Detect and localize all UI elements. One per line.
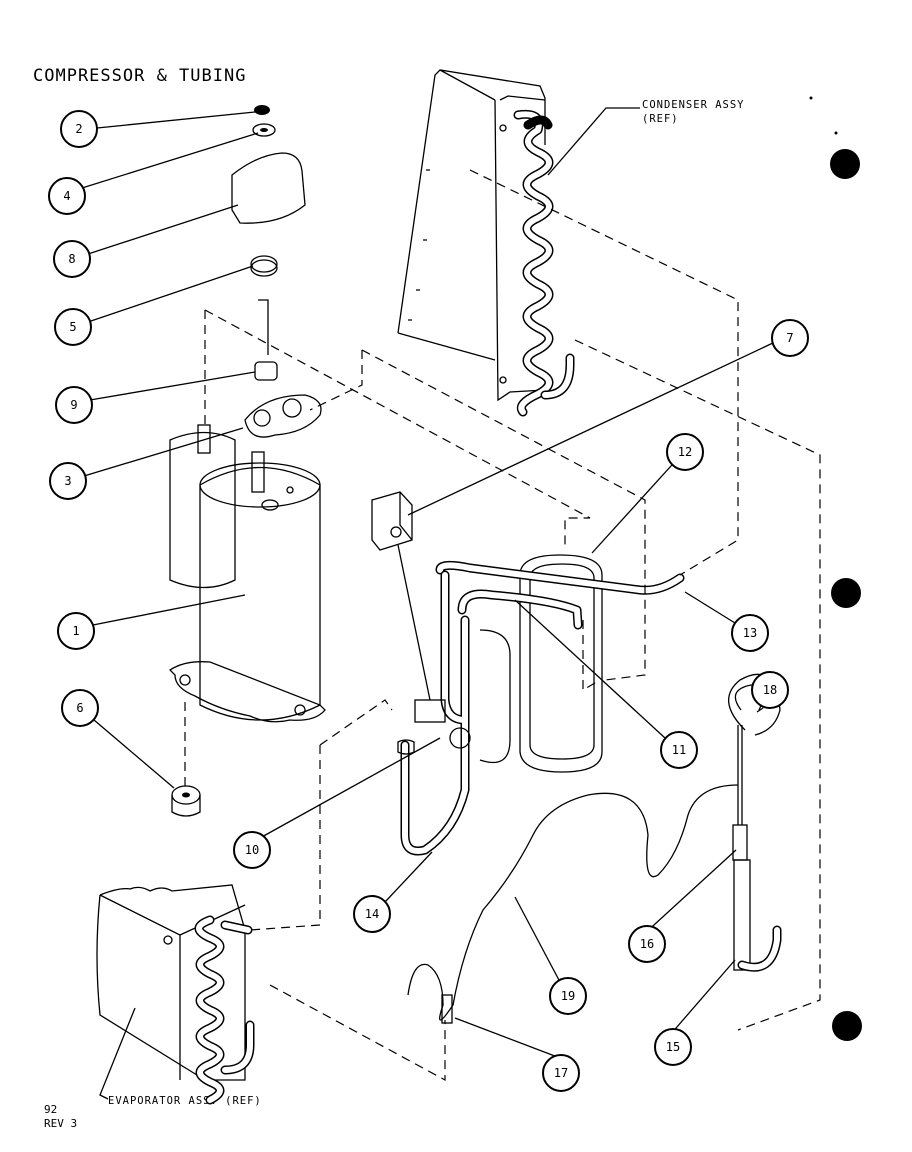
svg-text:19: 19 — [561, 989, 575, 1003]
callout-4[interactable]: 4 — [48, 177, 86, 215]
svg-text:4: 4 — [63, 189, 70, 203]
small-parts — [171, 105, 322, 817]
svg-text:8: 8 — [68, 252, 75, 266]
part-16-sleeve — [732, 824, 748, 861]
condenser-label: CONDENSER ASSY — [642, 99, 745, 111]
binder-holes — [809, 96, 862, 1041]
binder-hole — [830, 149, 860, 179]
svg-text:1: 1 — [72, 624, 79, 638]
part-2-nut — [254, 105, 270, 115]
part-7-bracket — [371, 491, 413, 551]
svg-text:5: 5 — [69, 320, 76, 334]
speck — [809, 96, 813, 100]
evaporator-label: EVAPORATOR ASSY (REF) — [108, 1095, 262, 1107]
binder-hole — [832, 1011, 862, 1041]
callout-6[interactable]: 6 — [61, 689, 99, 727]
svg-text:12: 12 — [678, 445, 692, 459]
svg-text:9: 9 — [70, 398, 77, 412]
condenser-coils — [513, 109, 575, 417]
mount-hole — [163, 935, 173, 945]
evaporator-assembly — [96, 884, 255, 1105]
svg-text:2: 2 — [75, 122, 82, 136]
callout-8[interactable]: 8 — [53, 240, 91, 278]
tubing-assembly — [371, 491, 685, 856]
callout-19[interactable]: 19 — [549, 977, 587, 1015]
callout-16[interactable]: 16 — [628, 925, 666, 963]
page-revision: REV 3 — [44, 1117, 77, 1130]
part-3-gasket — [244, 394, 322, 438]
callout-18[interactable]: 18 — [751, 671, 789, 709]
svg-text:18: 18 — [763, 683, 777, 697]
callout-14[interactable]: 14 — [353, 895, 391, 933]
part-19-cap-tube — [407, 784, 739, 1021]
evaporator-coils — [194, 915, 255, 1105]
part-9-terminal — [258, 299, 269, 355]
leader-lines — [81, 107, 776, 1100]
callouts: 1 2 3 4 5 6 7 8 9 10 11 12 13 14 15 16 1… — [48, 110, 809, 1092]
svg-text:16: 16 — [640, 937, 654, 951]
part-15-drier — [733, 859, 751, 971]
mount-hole — [499, 376, 507, 384]
svg-text:7: 7 — [786, 331, 793, 345]
part-17-sensor — [441, 994, 453, 1024]
svg-text:17: 17 — [554, 1066, 568, 1080]
diagram-title: COMPRESSOR & TUBING — [33, 66, 246, 86]
part-5-clip — [250, 255, 278, 273]
svg-text:6: 6 — [76, 701, 83, 715]
drier-assembly — [407, 673, 782, 1024]
condenser-assembly — [397, 69, 575, 417]
callout-11[interactable]: 11 — [660, 731, 698, 769]
callout-13[interactable]: 13 — [731, 614, 769, 652]
svg-text:15: 15 — [666, 1040, 680, 1054]
svg-text:11: 11 — [672, 743, 686, 757]
callout-12[interactable]: 12 — [666, 433, 704, 471]
page-number: 92 — [44, 1103, 57, 1116]
part-12-tube — [519, 554, 603, 773]
callout-2[interactable]: 2 — [60, 110, 98, 148]
svg-text:3: 3 — [64, 474, 71, 488]
callout-1[interactable]: 1 — [57, 612, 95, 650]
compressor — [168, 424, 326, 723]
svg-text:14: 14 — [365, 907, 379, 921]
assembly-lines — [184, 169, 821, 1082]
binder-hole — [831, 578, 861, 608]
callout-7[interactable]: 7 — [771, 319, 809, 357]
speck — [834, 131, 838, 135]
condenser-ref-label: (REF) — [642, 113, 679, 125]
callout-17[interactable]: 17 — [542, 1054, 580, 1092]
mount-hole — [499, 124, 507, 132]
callout-15[interactable]: 15 — [654, 1028, 692, 1066]
part-4-washer — [252, 123, 276, 137]
svg-text:13: 13 — [743, 626, 757, 640]
part-8-cover — [231, 152, 306, 224]
callout-3[interactable]: 3 — [49, 462, 87, 500]
callout-5[interactable]: 5 — [54, 308, 92, 346]
callout-10[interactable]: 10 — [233, 831, 271, 869]
svg-text:10: 10 — [245, 843, 259, 857]
part-10-valve — [414, 699, 446, 723]
callout-9[interactable]: 9 — [55, 386, 93, 424]
